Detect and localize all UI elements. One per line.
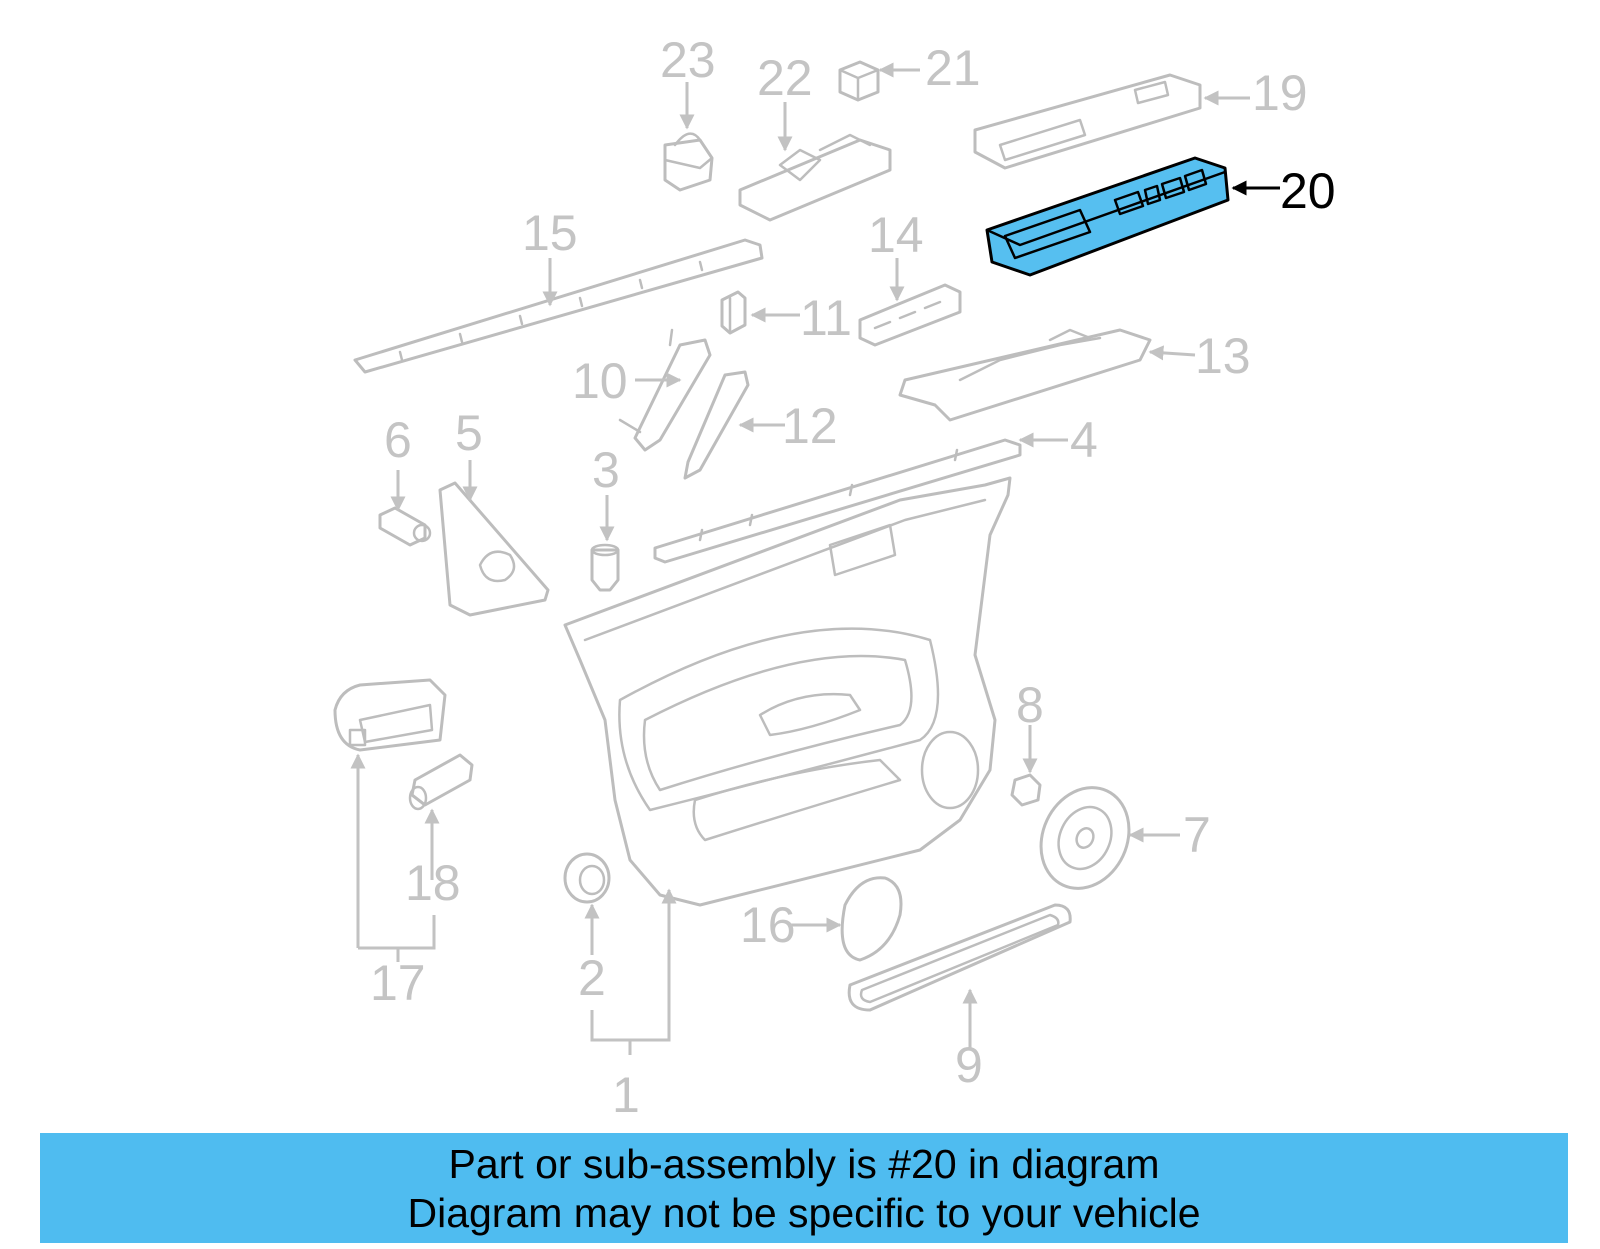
part-3-grommet bbox=[590, 543, 620, 592]
part-1-door-panel bbox=[563, 476, 1012, 907]
callout-12: 12 bbox=[782, 398, 838, 454]
callout-9: 9 bbox=[955, 1037, 983, 1093]
callout-17: 17 bbox=[370, 955, 426, 1011]
callout-20-highlighted: 20 bbox=[1280, 163, 1336, 219]
part-14-insert bbox=[858, 283, 962, 347]
callout-10: 10 bbox=[572, 353, 628, 409]
part-17-handle bbox=[333, 678, 447, 752]
part-16-foam bbox=[840, 876, 903, 962]
part-6-screw bbox=[378, 506, 432, 547]
callout-16: 16 bbox=[740, 897, 796, 953]
part-23-switch-knob bbox=[663, 132, 714, 192]
part-10-trim bbox=[618, 328, 712, 452]
part-9-pocket bbox=[847, 903, 1072, 1012]
banner-line-1: Part or sub-assembly is #20 in diagram bbox=[448, 1141, 1160, 1187]
callout-21: 21 bbox=[925, 40, 981, 96]
part-15-molding bbox=[353, 238, 764, 374]
info-banner: Part or sub-assembly is #20 in diagram D… bbox=[40, 1133, 1568, 1243]
callout-22: 22 bbox=[757, 50, 813, 106]
part-19-switch-bezel bbox=[973, 73, 1202, 170]
part-21-clip bbox=[838, 60, 880, 102]
part-20-highlighted-bezel bbox=[985, 156, 1230, 277]
callout-7: 7 bbox=[1183, 807, 1211, 863]
part-8-nut bbox=[1010, 773, 1042, 807]
parts-diagram: 1 2 3 4 5 6 7 8 9 10 11 12 13 14 15 16 1… bbox=[333, 32, 1336, 1123]
callout-5: 5 bbox=[455, 405, 483, 461]
callout-11: 11 bbox=[800, 290, 852, 346]
part-18-cylinder bbox=[408, 753, 474, 811]
part-4-trim-strip bbox=[653, 438, 1022, 564]
part-13-handle-bracket bbox=[898, 328, 1152, 422]
callout-13: 13 bbox=[1195, 328, 1251, 384]
callout-8: 8 bbox=[1016, 677, 1044, 733]
part-7-speaker bbox=[1039, 786, 1131, 890]
callout-4: 4 bbox=[1070, 412, 1098, 468]
callout-6: 6 bbox=[384, 412, 412, 468]
callout-3: 3 bbox=[592, 442, 620, 498]
callout-2: 2 bbox=[578, 950, 606, 1006]
part-5-mirror-cover bbox=[438, 481, 550, 617]
part-11-clip bbox=[720, 290, 747, 335]
callout-1: 1 bbox=[612, 1067, 640, 1123]
callout-14: 14 bbox=[868, 207, 924, 263]
callout-labels: 1 2 3 4 5 6 7 8 9 10 11 12 13 14 15 16 1… bbox=[370, 32, 1336, 1123]
callout-19: 19 bbox=[1252, 65, 1308, 121]
part-12-trim bbox=[683, 370, 750, 480]
callout-18: 18 bbox=[405, 855, 461, 911]
callout-15: 15 bbox=[522, 205, 578, 261]
leader-lines bbox=[350, 62, 1250, 1055]
callout-23: 23 bbox=[660, 32, 716, 88]
part-2-grommet bbox=[563, 852, 611, 904]
part-22-switch bbox=[738, 133, 892, 222]
banner-line-2: Diagram may not be specific to your vehi… bbox=[407, 1190, 1201, 1236]
